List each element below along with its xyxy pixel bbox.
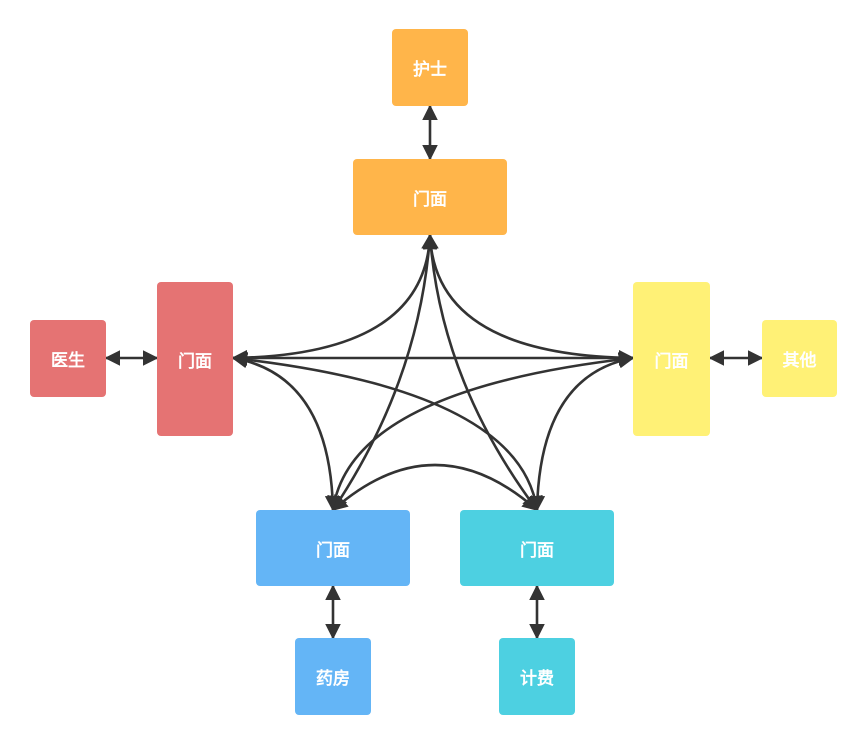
other-facade-label: 门面	[654, 351, 689, 372]
edge-doctor-facade-to-nurse-facade	[231, 233, 438, 366]
billing-node[interactable]: 计费	[499, 638, 575, 715]
other-label: 其他	[782, 351, 817, 371]
billing-facade-label: 门面	[520, 540, 554, 561]
doctor-facade-node[interactable]: 门面	[157, 282, 233, 436]
edge-doctor-facade-to-pharmacy-facade	[231, 352, 341, 512]
billing-label: 计费	[520, 669, 554, 689]
pharmacy-facade-node[interactable]: 门面	[256, 510, 410, 586]
billing-facade-node[interactable]: 门面	[460, 510, 614, 586]
nurse-label: 护士	[413, 60, 447, 80]
other-node[interactable]: 其他	[762, 320, 837, 397]
nurse-node[interactable]: 护士	[392, 29, 468, 106]
doctor-label: 医生	[51, 351, 85, 371]
nurse-facade-node[interactable]: 门面	[353, 159, 507, 235]
edge-other-facade-to-billing-facade	[529, 352, 635, 512]
pharmacy-facade-label: 门面	[316, 540, 350, 561]
edge-other-facade-to-nurse-facade	[422, 233, 635, 366]
doctor-node[interactable]: 医生	[30, 320, 106, 397]
pharmacy-node[interactable]: 药房	[295, 638, 371, 715]
pharmacy-label: 药房	[316, 669, 350, 689]
other-facade-node[interactable]: 门面	[633, 282, 710, 436]
edge-pharmacy-facade-to-billing-facade	[331, 463, 539, 512]
doctor-facade-label: 门面	[178, 351, 212, 372]
edge-doctor-facade-to-billing-facade	[231, 351, 543, 512]
nurse-facade-label: 门面	[413, 189, 447, 210]
